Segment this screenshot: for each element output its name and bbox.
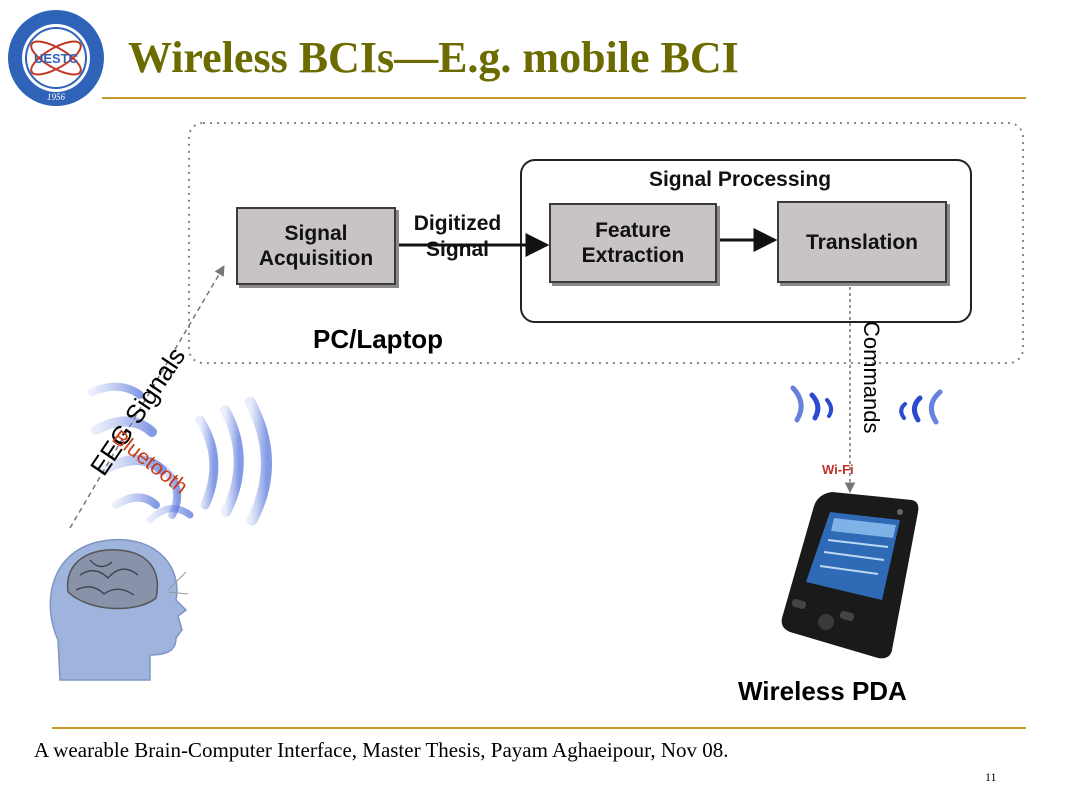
page-number: 11: [985, 770, 997, 784]
translation-label: Translation: [805, 230, 919, 254]
digitized-signal-line2: Signal: [425, 238, 489, 261]
signal-acquisition-line1: Signal: [284, 222, 348, 245]
logo-year: 1956: [47, 92, 66, 102]
title-rule: [102, 97, 1026, 99]
signal-acquisition-box: Signal Acquisition: [236, 207, 396, 285]
feature-extraction-line1: Feature: [595, 219, 671, 242]
pc-laptop-label: PC/Laptop: [313, 324, 443, 354]
wifi-label: Wi-Fi: [822, 462, 854, 477]
citation: A wearable Brain-Computer Interface, Mas…: [34, 738, 729, 762]
feature-extraction-box: Feature Extraction: [549, 203, 717, 283]
logo-text: UESTC: [34, 51, 79, 66]
bluetooth-waves: [88, 382, 272, 526]
slide-title: Wireless BCIs—E.g. mobile BCI: [128, 33, 739, 82]
signal-processing-label: Signal Processing: [648, 168, 832, 191]
university-logo: UESTC 1956: [8, 10, 104, 106]
pda-device-illustration: [781, 492, 919, 659]
commands-label: Commands: [859, 321, 884, 434]
wifi-waves: [790, 385, 943, 425]
signal-acquisition-line2: Acquisition: [258, 247, 374, 270]
footer-rule: [52, 727, 1026, 729]
human-head-illustration: [49, 539, 189, 681]
translation-box: Translation: [777, 201, 947, 283]
wireless-pda-label: Wireless PDA: [738, 676, 907, 706]
digitized-signal-label: Digitized Signal: [400, 211, 515, 263]
feature-extraction-line2: Extraction: [581, 244, 685, 267]
digitized-signal-line1: Digitized: [413, 212, 502, 235]
eeg-signal-arrow: [69, 265, 225, 529]
pc-laptop-container: [188, 122, 1024, 364]
